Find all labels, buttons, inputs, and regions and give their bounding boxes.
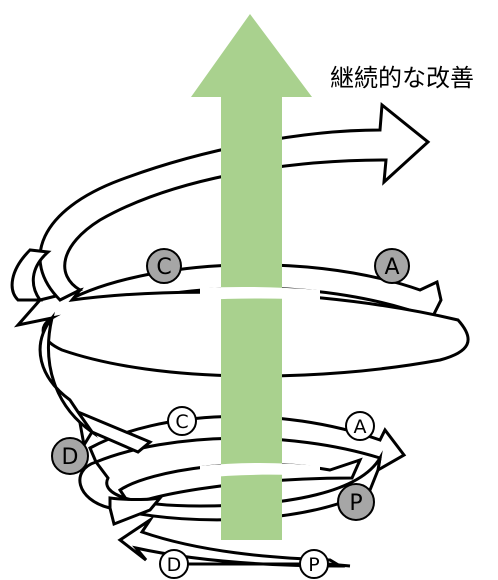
badge-lower-c: C (167, 406, 197, 436)
spiral-band-lower-tail (108, 495, 164, 527)
spiral-band-top-curl (10, 248, 52, 302)
spiral-band-middle-descend (38, 311, 98, 438)
svg-text:D: D (167, 554, 182, 576)
base-tail-line (327, 562, 351, 568)
svg-text:C: C (156, 255, 171, 280)
svg-text:D: D (62, 445, 79, 470)
diagram-title: 継続的な改善 (330, 64, 474, 92)
badge-lower-a: A (345, 411, 375, 441)
badge-upper-a: A (374, 248, 410, 284)
badge-upper-c: C (146, 248, 182, 284)
svg-text:P: P (308, 554, 319, 576)
badge-lower-p: P (337, 483, 375, 521)
badge-lower-d: D (51, 437, 89, 475)
svg-text:C: C (175, 411, 188, 433)
svg-text:A: A (354, 416, 367, 438)
svg-text:P: P (349, 491, 362, 516)
spiral-band-middle-front-overlay (200, 286, 320, 300)
badge-base-d: D (159, 549, 189, 579)
badge-base-p: P (299, 549, 329, 579)
spiral-band-lower-front-overlay (200, 463, 320, 478)
svg-text:A: A (384, 255, 399, 280)
continuous-improvement-arrow (191, 14, 312, 540)
spiral-band-lower-entry (76, 409, 153, 454)
spiral-band-top (38, 102, 431, 302)
